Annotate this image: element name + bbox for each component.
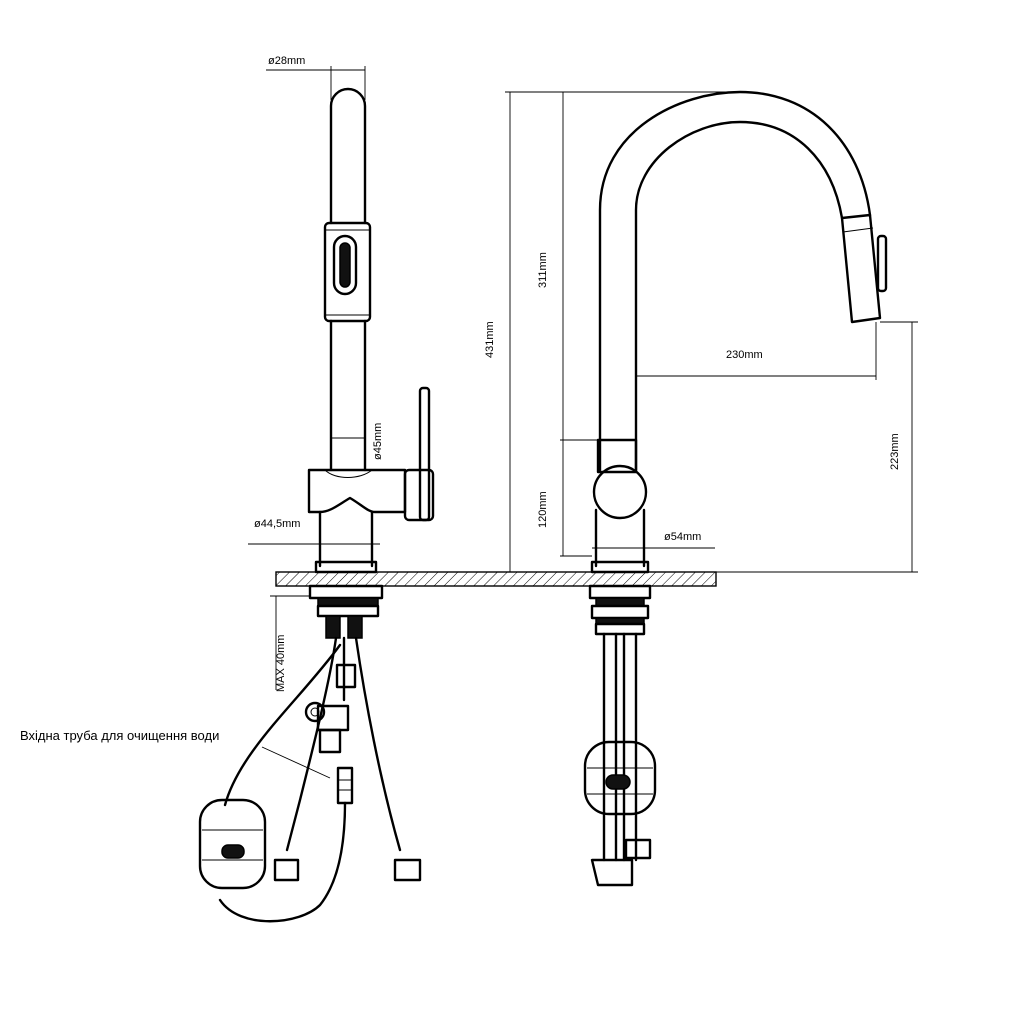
countertop [275,571,717,587]
side-view-faucet [583,90,888,887]
side-view-dimensions: 431mm 311mm 120mm 230mm 223mm ø54mm [484,91,918,573]
front-view-faucet [198,87,435,923]
dim-right-base-diameter: ø54mm [664,531,701,543]
note-filter-inlet: Вхідна труба для очищення води [20,728,219,743]
dim-base-diameter: ø44,5mm [254,518,300,530]
front-view-dimensions: ø28mm ø45mm ø44,5mm MAX 40mm Вхідна труб… [20,55,384,779]
dim-clearance: 223mm [889,433,901,470]
dim-body-height: 120mm [537,491,549,528]
dim-spout-diameter: ø28mm [268,55,305,67]
dim-body-diameter: ø45mm [372,423,384,460]
dim-max-thickness: MAX 40mm [275,635,287,692]
dim-spout-height: 311mm [537,252,549,288]
dim-reach: 230mm [726,349,763,361]
dim-total-height: 431mm [484,321,496,358]
